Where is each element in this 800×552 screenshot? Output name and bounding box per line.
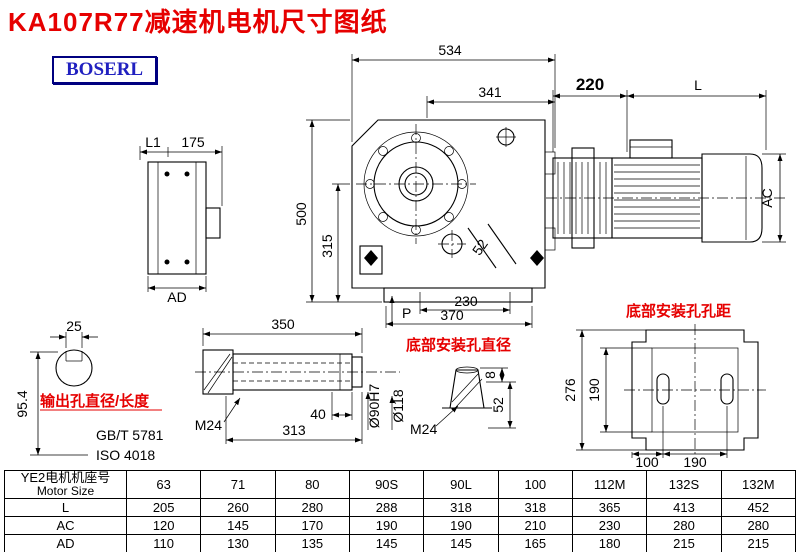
dim-350: 350 (271, 316, 295, 332)
table-cell: 280 (274, 498, 350, 517)
motor-view (546, 139, 786, 249)
motor-view-dimensions: 220 L AC (552, 75, 786, 243)
table-cell: 110 (125, 534, 202, 552)
table-cell: 130 (200, 534, 276, 552)
dim-25: 25 (66, 318, 82, 334)
dim-220: 220 (576, 75, 604, 94)
size-header: 90L (423, 470, 499, 499)
row-label-l: L (4, 498, 127, 517)
dim-500: 500 (293, 202, 309, 226)
dim-230: 230 (454, 293, 478, 309)
dim-315: 315 (319, 234, 335, 258)
size-header: 63 (125, 470, 202, 499)
size-header: 100 (497, 470, 573, 499)
dim-190-left: 190 (586, 378, 602, 402)
table-cell: 120 (125, 516, 202, 535)
note-output-bore: 输出孔直径/长度 (40, 392, 150, 410)
table-cell: 260 (200, 498, 276, 517)
orientation-diamond-left (364, 250, 378, 266)
motor-size-table: YE2电机机座号 Motor Size 63 71 80 90S 90L 100… (4, 470, 797, 552)
dim-d118: Ø118 (390, 389, 406, 422)
boserl-logo: BOSERL (52, 56, 158, 84)
table-cell: 215 (646, 534, 722, 552)
table-cell: 413 (646, 498, 722, 517)
table-cell: 135 (274, 534, 350, 552)
table-cell: 205 (125, 498, 202, 517)
bottom-view: 底部安装孔孔距 276 190 100 190 (562, 302, 766, 470)
table-corner-cell: YE2电机机座号 Motor Size (4, 470, 127, 499)
size-header: 80 (274, 470, 350, 499)
shaft-view (195, 349, 400, 395)
technical-drawing: 534 341 500 315 52 230 370 P (14, 42, 786, 470)
size-header: 71 (200, 470, 276, 499)
table-header-row: YE2电机机座号 Motor Size 63 71 80 90S 90L 100… (4, 470, 797, 499)
table-cell: 365 (571, 498, 648, 517)
boserl-logo-text: BOSERL (66, 59, 144, 80)
page-title: KA107R77减速机电机尺寸图纸 (8, 7, 388, 37)
table-row-l: L 205 260 280 288 318 318 365 413 452 (4, 498, 797, 517)
row-label-ad: AD (4, 534, 127, 552)
table-cell: 230 (571, 516, 648, 535)
note-mount-hole-spacing: 底部安装孔孔距 (626, 302, 731, 320)
size-header: 90S (348, 470, 425, 499)
dim-370: 370 (440, 307, 464, 323)
size-header: 132S (646, 470, 722, 499)
table-cell: 210 (497, 516, 573, 535)
front-view (351, 119, 556, 303)
table-row-ac: AC 120 145 170 190 190 210 230 280 280 (4, 516, 797, 535)
size-header: 132M (720, 470, 797, 499)
table-cell: 190 (423, 516, 499, 535)
table-cell: 318 (423, 498, 499, 517)
dim-l: L (694, 77, 702, 93)
table-cell: 318 (497, 498, 573, 517)
dim-100: 100 (635, 454, 659, 470)
table-header-cn: YE2电机机座号 (20, 470, 111, 485)
table-cell: 145 (423, 534, 499, 552)
table-cell: 170 (274, 516, 350, 535)
row-label-ac: AC (4, 516, 127, 535)
dim-190-bottom: 190 (683, 454, 707, 470)
dim-95-4: 95.4 (14, 390, 30, 417)
label-gb-standard: GB/T 5781 (96, 427, 164, 443)
dim-52-mount: 52 (490, 397, 506, 413)
dim-ac: AC (759, 188, 775, 207)
dim-d90: Ø90H7 (366, 384, 382, 429)
dim-40: 40 (310, 406, 326, 422)
table-cell: 280 (720, 516, 797, 535)
dim-313: 313 (282, 422, 306, 438)
table-cell: 280 (646, 516, 722, 535)
side-view-dimensions: L1 175 AD (139, 134, 223, 305)
shaft-view-dimensions: 350 40 313 Ø90H7 Ø118 M24 GB/T 5781 ISO … (40, 316, 406, 463)
table-cell: 145 (348, 534, 425, 552)
mount-hole-detail: 底部安装孔直径 M24 8 52 (406, 336, 516, 437)
dim-175: 175 (181, 134, 205, 150)
orientation-diamond-right (530, 250, 544, 266)
dim-52: 52 (469, 236, 491, 258)
dim-534: 534 (438, 42, 462, 58)
table-cell: 190 (348, 516, 425, 535)
table-cell: 180 (571, 534, 648, 552)
table-cell: 165 (497, 534, 573, 552)
table-cell: 288 (348, 498, 425, 517)
dim-341: 341 (478, 84, 502, 100)
label-iso-standard: ISO 4018 (96, 447, 155, 463)
label-p: P (402, 305, 411, 321)
table-row-ad: AD 110 130 135 145 145 165 180 215 215 (4, 534, 797, 552)
table-cell: 145 (200, 516, 276, 535)
label-m24-shaft: M24 (195, 417, 222, 433)
note-mount-hole-dia: 底部安装孔直径 (406, 336, 511, 354)
side-view (147, 161, 221, 275)
table-cell: 215 (720, 534, 797, 552)
label-m24-mount: M24 (410, 421, 437, 437)
front-view-dimensions: 534 341 500 315 52 230 370 P (293, 42, 556, 328)
size-header: 112M (571, 470, 648, 499)
dim-276: 276 (562, 378, 578, 402)
dim-l1: L1 (145, 134, 161, 150)
table-cell: 452 (720, 498, 797, 517)
shaft-section: 25 95.4 (14, 318, 98, 456)
dim-8: 8 (482, 371, 498, 379)
table-header-en: Motor Size (36, 484, 95, 498)
dim-ad: AD (167, 289, 186, 305)
